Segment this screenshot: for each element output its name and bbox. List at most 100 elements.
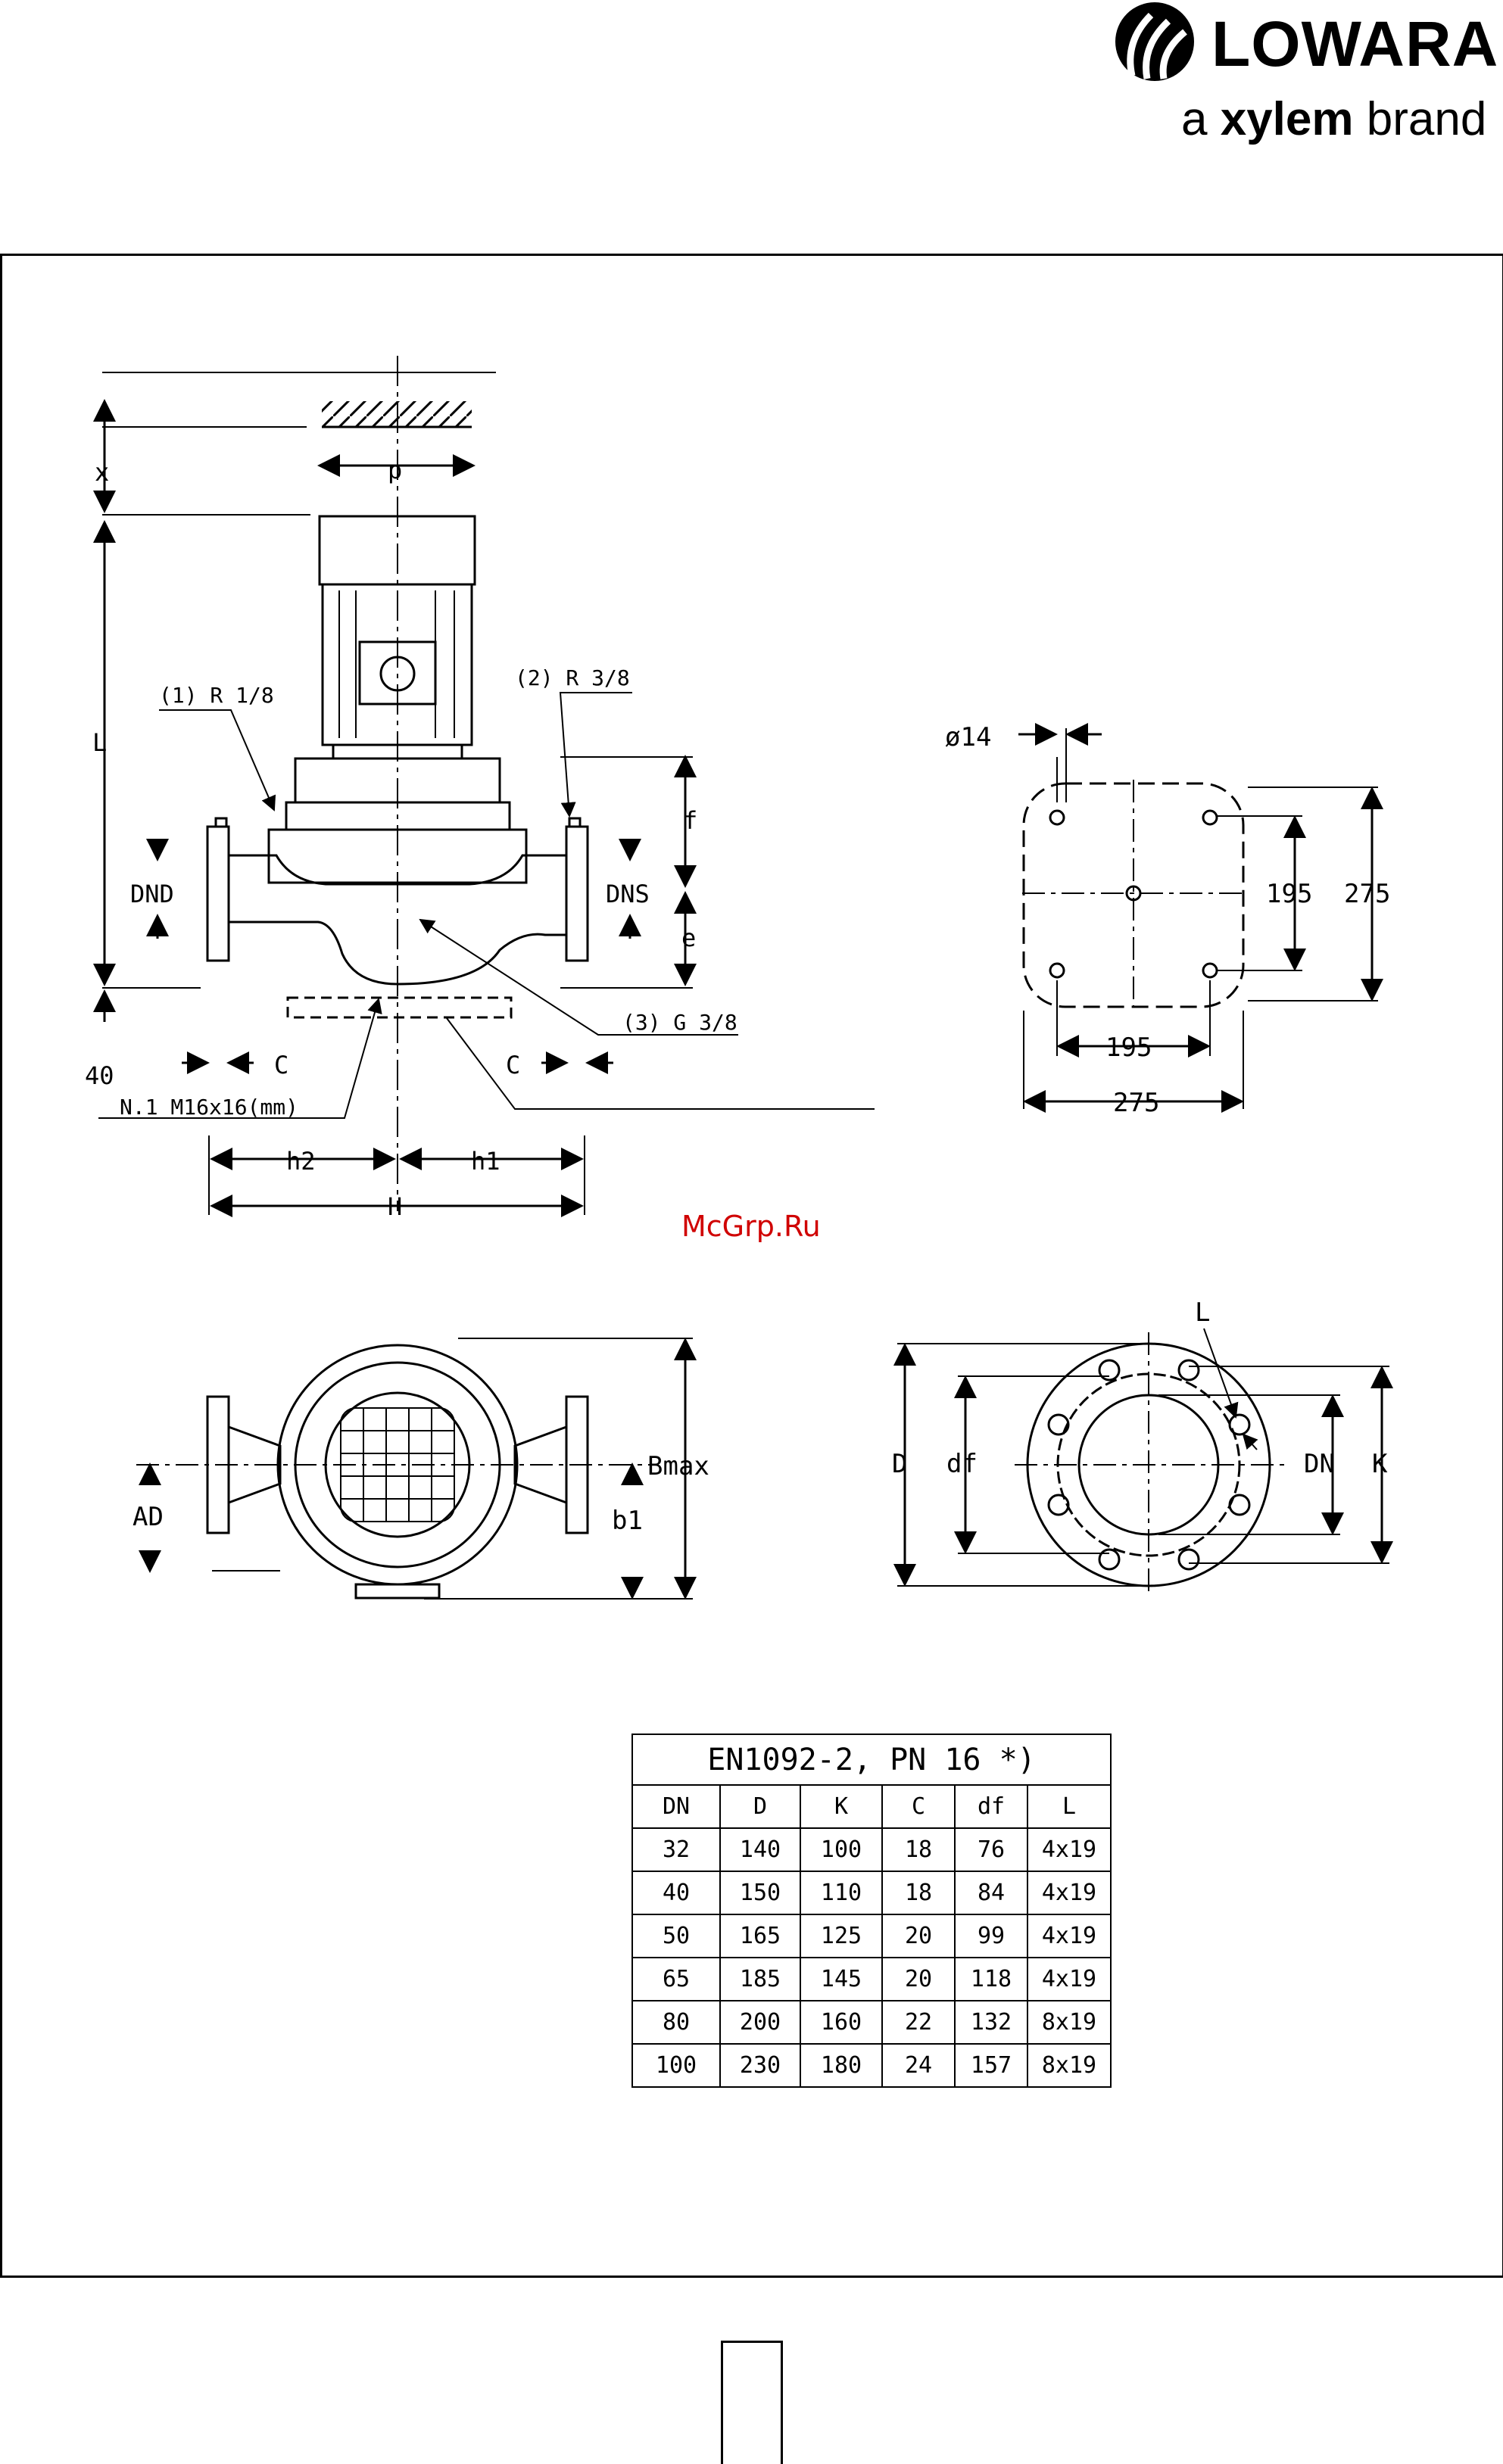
table-cell: 65 xyxy=(631,1957,721,2001)
label-b1: b1 xyxy=(612,1506,643,1536)
brand-name: LOWARA xyxy=(1211,8,1499,79)
flange-view xyxy=(893,1328,1393,1597)
table-cell: 80 xyxy=(631,2000,721,2045)
label-h-inner: 195 xyxy=(1105,1033,1152,1063)
top-view xyxy=(136,1338,697,1600)
table-cell: 50 xyxy=(631,1914,721,1958)
label-bmax: Bmax xyxy=(647,1451,709,1481)
table-cell: 230 xyxy=(719,2043,801,2088)
label-e: e xyxy=(681,924,696,952)
table-header-row: DN D K C df L xyxy=(631,1784,1112,1829)
table-row: 40 150 110 18 84 4x19 xyxy=(631,1871,1112,1915)
col-header: D xyxy=(719,1784,801,1829)
tagline-suffix: brand xyxy=(1366,93,1487,145)
label-k: K xyxy=(1372,1449,1388,1479)
label-dnd: DND xyxy=(130,880,174,908)
table-cell: 165 xyxy=(719,1914,801,1958)
table-cell: 4x19 xyxy=(1027,1957,1112,2001)
table-cell: 8x19 xyxy=(1027,2043,1112,2088)
table-cell: 20 xyxy=(881,1957,956,2001)
table-cell: 20 xyxy=(881,1914,956,1958)
table-cell: 84 xyxy=(954,1871,1028,1915)
table-cell: 110 xyxy=(800,1871,883,1915)
col-header: df xyxy=(954,1784,1028,1829)
table-cell: 100 xyxy=(631,2043,721,2088)
pump-casing xyxy=(227,854,568,986)
base-plate-labels: ø14 195 275 195 275 xyxy=(945,722,1390,1118)
label-v-inner: 195 xyxy=(1266,879,1312,909)
table-cell: 32 xyxy=(631,1827,721,1872)
label-p: p xyxy=(388,456,402,484)
table-cell: 4x19 xyxy=(1027,1827,1112,1872)
table-cell: 132 xyxy=(954,2000,1028,2045)
base-plate-view xyxy=(1018,723,1383,1113)
table-title: EN1092-2, PN 16 *) xyxy=(631,1734,1112,1786)
label-H: H xyxy=(388,1192,402,1221)
label-h1: h1 xyxy=(471,1147,500,1176)
table-row: 100 230 180 24 157 8x19 xyxy=(631,2043,1112,2088)
page-number-box xyxy=(721,2341,783,2464)
table-cell: 140 xyxy=(719,1827,801,1872)
label-c-left: C xyxy=(274,1051,288,1079)
label-g38: (3) G 3/8 xyxy=(622,1010,737,1035)
table-cell: 118 xyxy=(954,1957,1028,2001)
label-x: x xyxy=(95,458,109,487)
table-cell: 145 xyxy=(800,1957,883,2001)
table-cell: 22 xyxy=(881,2000,956,2045)
flange-view-labels: L D df DN K xyxy=(892,1297,1388,1479)
table-cell: 100 xyxy=(800,1827,883,1872)
flange-left xyxy=(206,825,230,962)
label-dia: ø14 xyxy=(945,722,991,752)
table-cell: 99 xyxy=(954,1914,1028,1958)
table-cell: 8x19 xyxy=(1027,2000,1112,2045)
table-cell: 4x19 xyxy=(1027,1871,1112,1915)
label-d: D xyxy=(892,1449,907,1479)
table-cell: 185 xyxy=(719,1957,801,2001)
flange-table: EN1092-2, PN 16 *) DN D K C df L 32 140 … xyxy=(631,1734,1112,2088)
top-view-labels: AD Bmax b1 xyxy=(133,1451,709,1536)
table-row: 80 200 160 22 132 8x19 xyxy=(631,2000,1112,2045)
label-h2: h2 xyxy=(286,1147,316,1176)
table-cell: 157 xyxy=(954,2043,1028,2088)
label-c-right: C xyxy=(506,1051,520,1079)
label-h-outer: 275 xyxy=(1113,1088,1159,1118)
table-cell: 40 xyxy=(631,1871,721,1915)
lowara-mark-icon xyxy=(1115,2,1194,81)
col-header: L xyxy=(1027,1784,1112,1829)
brand-logo xyxy=(1109,0,1503,159)
table-cell: 24 xyxy=(881,2043,956,2088)
label-forty: 40 xyxy=(85,1061,114,1090)
side-view xyxy=(93,356,875,1217)
table-cell: 150 xyxy=(719,1871,801,1915)
table-cell: 18 xyxy=(881,1871,956,1915)
table-cell: 4x19 xyxy=(1027,1914,1112,1958)
label-nut: N.1 M16x16(mm) xyxy=(120,1095,298,1120)
label-df: df xyxy=(946,1449,978,1479)
label-ad: AD xyxy=(133,1502,164,1532)
table-cell: 200 xyxy=(719,2000,801,2045)
tagline-bold: xylem xyxy=(1220,93,1354,145)
table-cell: 180 xyxy=(800,2043,883,2088)
col-header: K xyxy=(800,1784,883,1829)
label-dns: DNS xyxy=(606,880,650,908)
col-header: DN xyxy=(631,1784,721,1829)
table-row: 65 185 145 20 118 4x19 xyxy=(631,1957,1112,2001)
table-cell: 18 xyxy=(881,1827,956,1872)
tagline-prefix: a xyxy=(1181,93,1208,145)
label-dn: DN xyxy=(1304,1449,1335,1479)
side-view-labels: x p L (1) R 1/8 (2) R 3/8 f e DND DNS (3… xyxy=(85,456,737,1221)
table-row: 32 140 100 18 76 4x19 xyxy=(631,1827,1112,1872)
label-r18: (1) R 1/8 xyxy=(159,683,274,708)
label-v-outer: 275 xyxy=(1344,879,1390,909)
label-L: L xyxy=(92,728,107,757)
label-flange-l: L xyxy=(1195,1297,1210,1328)
brand-tagline: a xylem brand xyxy=(1181,92,1486,146)
watermark: McGrp.Ru xyxy=(681,1210,821,1243)
table-row: 50 165 125 20 99 4x19 xyxy=(631,1914,1112,1958)
label-r38: (2) R 3/8 xyxy=(515,665,630,690)
table-cell: 76 xyxy=(954,1827,1028,1872)
flange-right xyxy=(565,825,589,962)
table-cell: 160 xyxy=(800,2000,883,2045)
col-header: C xyxy=(881,1784,956,1829)
